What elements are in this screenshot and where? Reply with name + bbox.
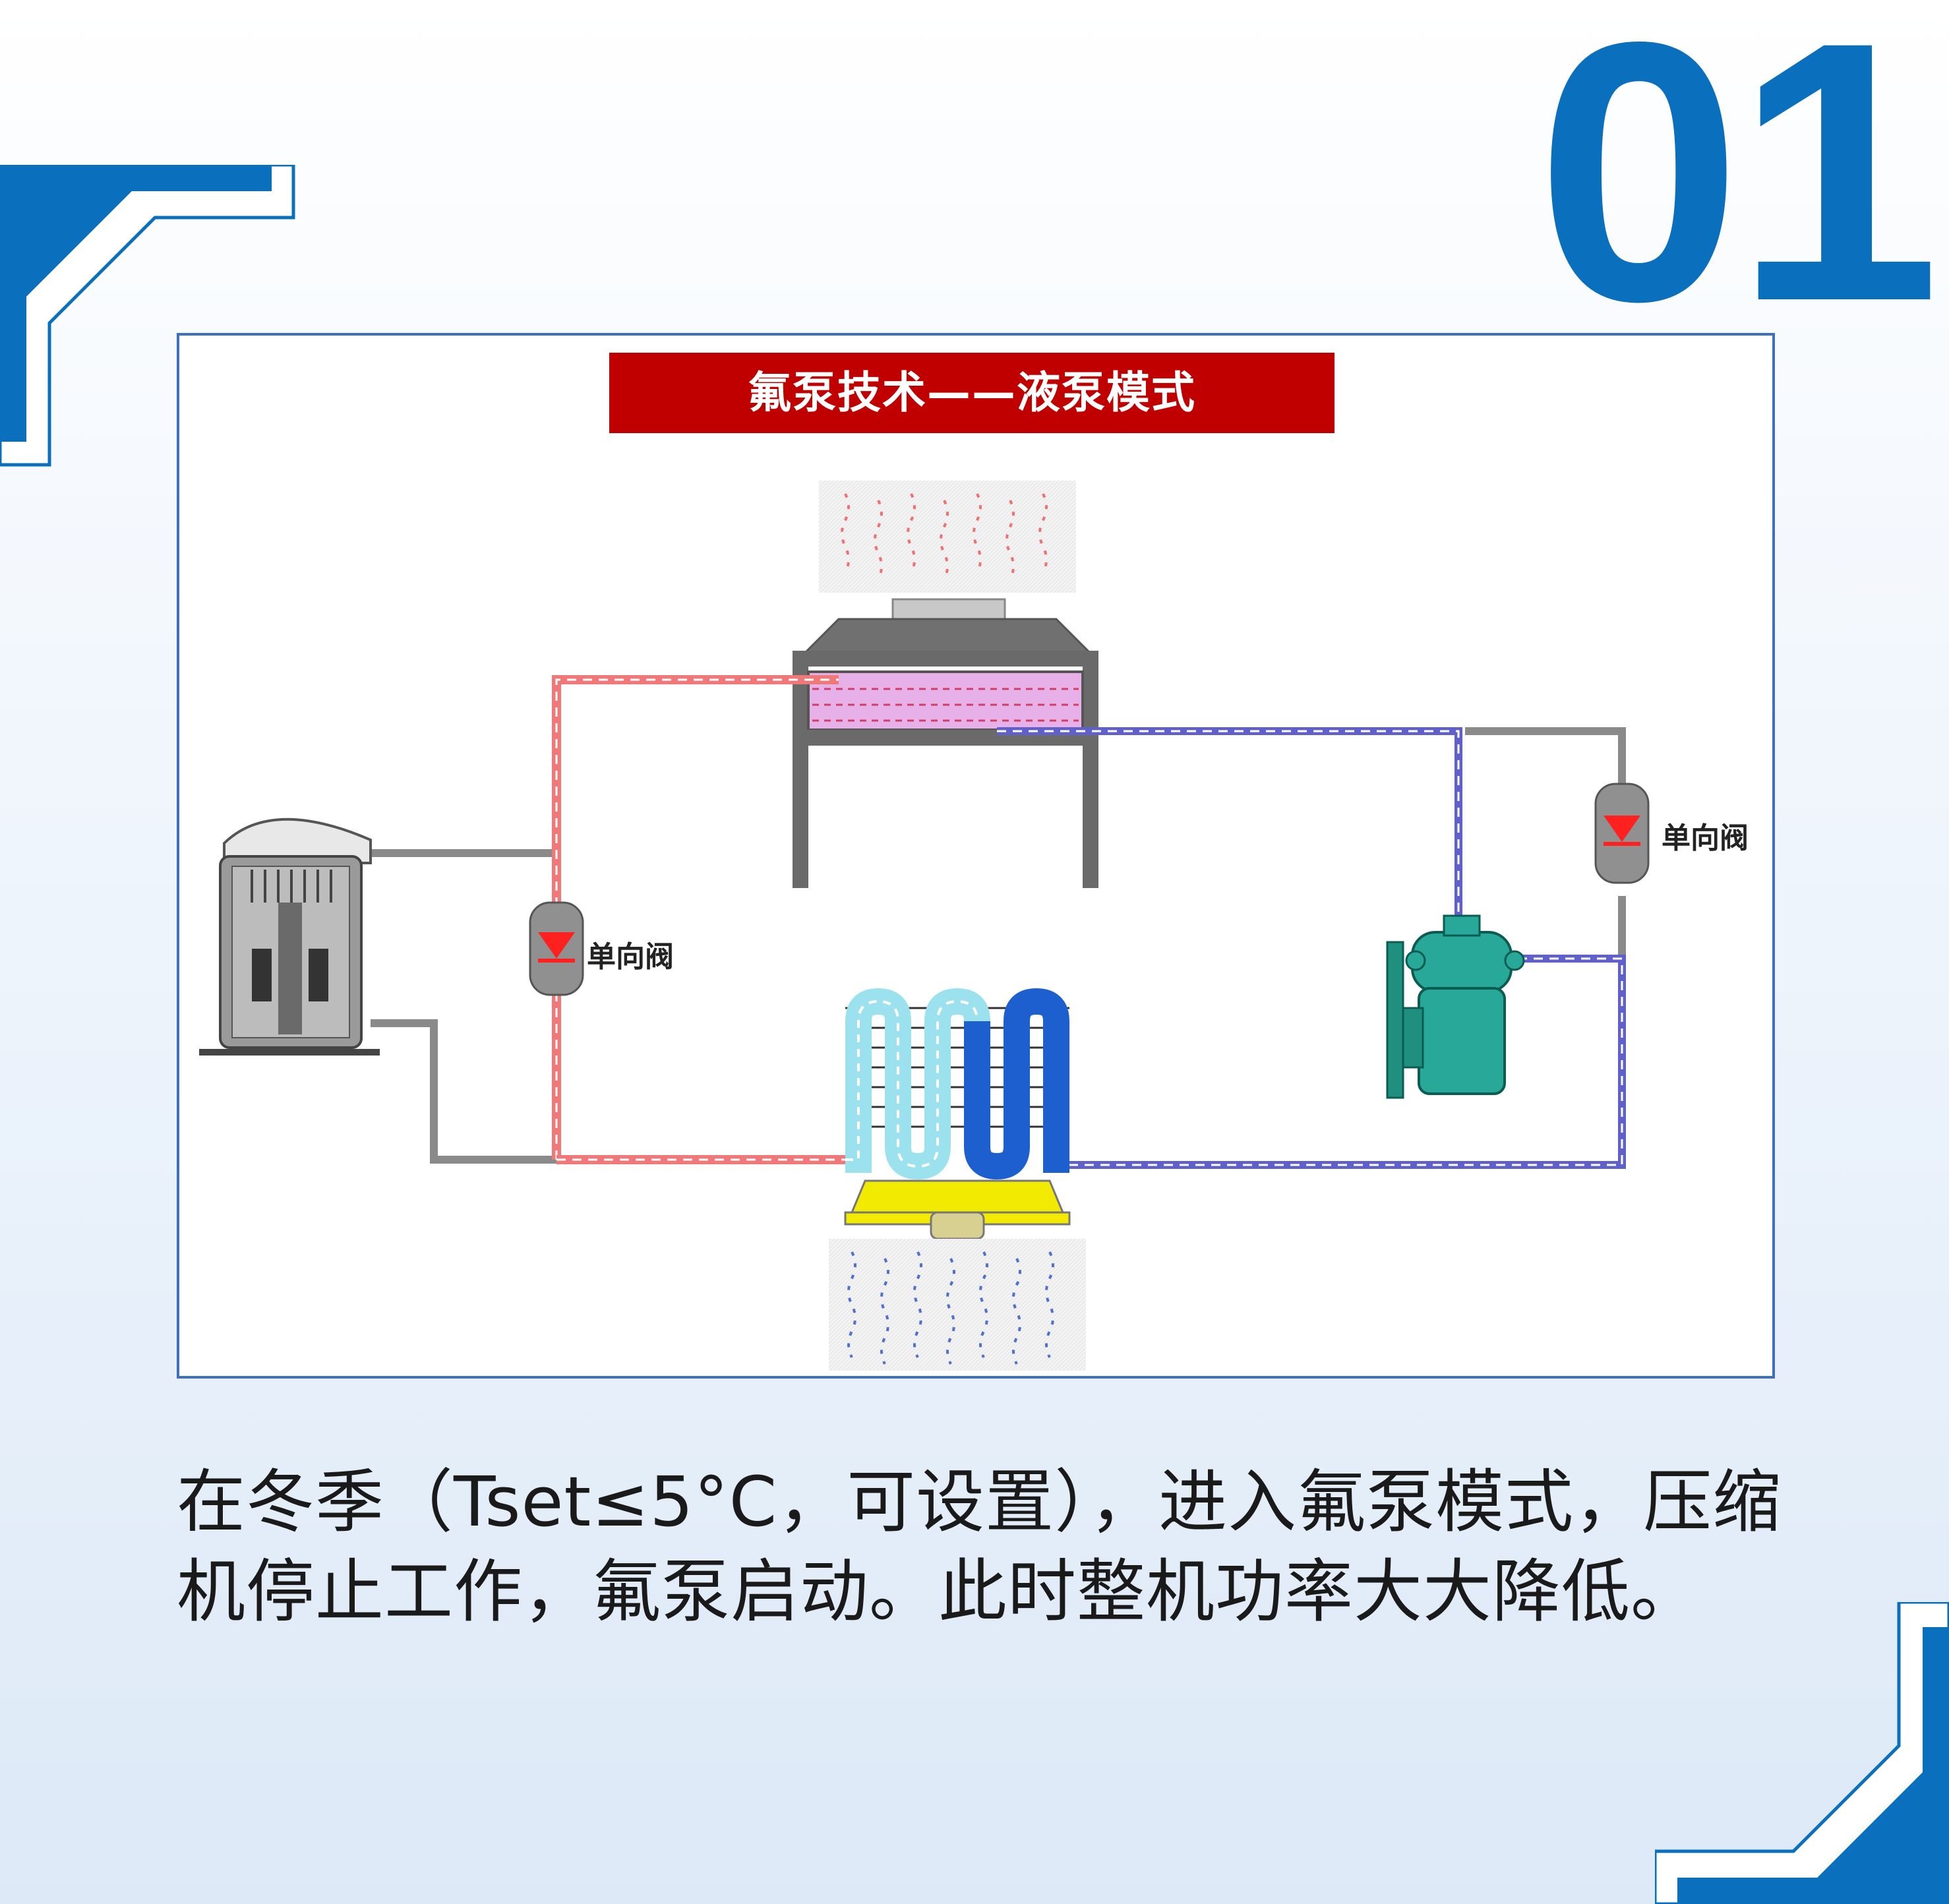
evaporator-coil-icon (845, 988, 1069, 1180)
cold-refrigerant-line (997, 727, 1626, 1169)
refrigeration-circuit-diagram (199, 481, 1650, 1371)
condenser-fan-icon (793, 598, 1098, 888)
heat-waves (841, 493, 1048, 580)
corner-bracket-bottom-right (1655, 1602, 1949, 1904)
hot-refrigerant-line (552, 675, 845, 1164)
compressor-icon (199, 818, 380, 1056)
diagram-frame: 氟泵技术——液泵模式 单向阀 单向阀 (177, 333, 1775, 1379)
caption-line-1: 在冬季（Tset≤5°C，可设置），进入氟泵模式，压缩 (177, 1462, 1782, 1542)
heat-waves-background (819, 481, 1076, 593)
cold-waves-background (829, 1239, 1086, 1371)
check-valve-icon (529, 901, 584, 996)
page-number: 01 (1536, 0, 1940, 378)
caption-line-2: 机停止工作，氟泵启动。此时整机功率大大降低。 (177, 1551, 1700, 1632)
check-valve-label-right: 单向阀 (1662, 821, 1749, 855)
evaporator-fan-icon (844, 1179, 1071, 1240)
caption-text: 在冬季（Tset≤5°C，可设置），进入氟泵模式，压缩 机停止工作，氟泵启动。此… (177, 1457, 1785, 1636)
check-valve-icon (1594, 783, 1650, 884)
corner-bracket-top-left (0, 165, 295, 467)
check-valve-label-left: 单向阀 (587, 940, 674, 974)
diagram-title: 氟泵技术——液泵模式 (609, 353, 1334, 433)
fluorine-pump-icon (1386, 914, 1525, 1099)
